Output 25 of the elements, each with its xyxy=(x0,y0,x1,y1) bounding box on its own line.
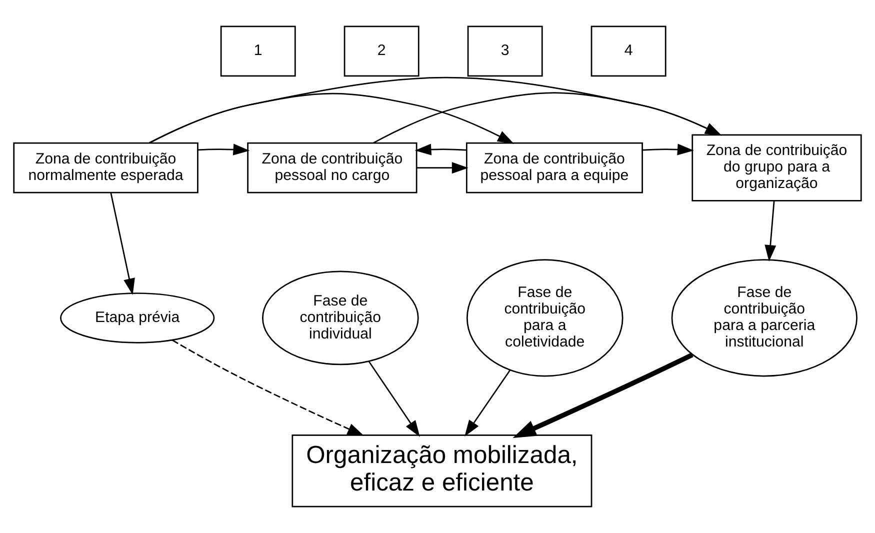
node-ellipse: Etapa prévia xyxy=(60,292,215,344)
node-box: 2 xyxy=(344,26,420,77)
arrow xyxy=(149,76,722,144)
node-box: 1 xyxy=(220,26,296,77)
node-box: Organização mobilizada, eficaz e eficiente xyxy=(292,434,592,508)
arrow xyxy=(172,339,364,436)
node-box: Zona de contribuição pessoal no cargo xyxy=(247,142,418,194)
node-ellipse: Fase de contribuição para a parceria institucional xyxy=(671,259,858,377)
node-ellipse: Fase de contribuição para a coletividade xyxy=(466,259,624,377)
arrow xyxy=(512,352,694,438)
arrow xyxy=(464,370,511,436)
node-ellipse: Fase de contribuição individual xyxy=(262,270,419,366)
arrow xyxy=(764,200,776,262)
arrow xyxy=(414,144,466,156)
arrow xyxy=(373,92,722,144)
node-box: 3 xyxy=(467,26,543,77)
arrow xyxy=(110,192,135,295)
node-box: Zona de contribuição do grupo para a organização xyxy=(692,134,862,202)
node-box: 4 xyxy=(590,26,666,77)
arrow xyxy=(198,144,250,156)
arrow xyxy=(368,361,420,437)
node-box: Zona de contribuição pessoal para a equipe xyxy=(466,142,643,194)
node-box: Zona de contribuição normalmente esperada xyxy=(13,142,198,194)
arrow xyxy=(416,162,468,174)
arrow xyxy=(642,144,694,156)
